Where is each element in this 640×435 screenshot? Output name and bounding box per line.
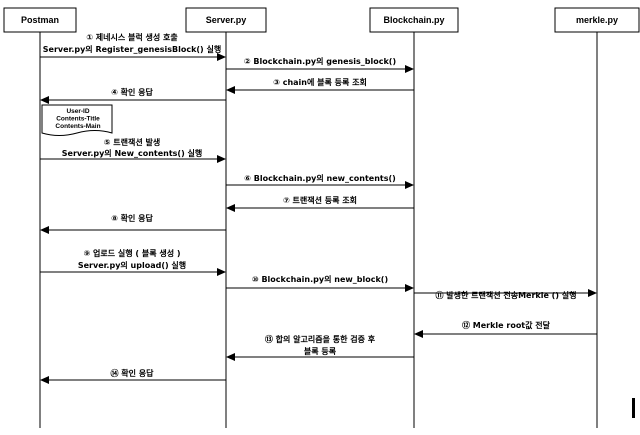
message-label-m11-line-1: ⑪ 발생한 트랜잭션 전송Merkle () 실행 <box>435 290 576 300</box>
message-label-m5-line-2: Server.py의 New_contents() 실행 <box>62 148 203 158</box>
participant-postman: Postman <box>3 7 77 33</box>
message-label-m10-line-1: ⑩ Blockchain.py의 new_block() <box>252 274 388 284</box>
message-label-m13-line-1: ⑬ 합의 알고리즘을 통한 검증 후 <box>265 334 376 344</box>
message-label-m6-line-1: ⑥ Blockchain.py의 new_contents() <box>244 173 396 183</box>
parameter-note-line-1: User-ID <box>66 108 89 115</box>
message-label-m13-line-2: 블록 등록 <box>304 346 337 356</box>
message-label-m8-line-1: ⑧ 확인 응답 <box>111 213 153 223</box>
message-m13: ⑬ 합의 알고리즘을 통한 검증 후블록 등록 <box>226 334 414 361</box>
participant-server: Server.py <box>185 7 267 33</box>
message-m10: ⑩ Blockchain.py의 new_block() <box>226 274 414 292</box>
message-label-m4-line-1: ④ 확인 응답 <box>111 87 153 97</box>
participant-label-postman: Postman <box>21 15 59 25</box>
participant-label-server: Server.py <box>206 15 247 25</box>
message-m3: ③ chain에 블록 등록 조회 <box>226 77 414 94</box>
participant-label-blockchain: Blockchain.py <box>383 15 444 25</box>
participant-merkle: merkle.py <box>554 7 640 33</box>
message-m12: ⑫ Merkle root값 전달 <box>414 320 597 338</box>
participant-label-merkle: merkle.py <box>576 15 618 25</box>
message-label-m1-line-1: ① 제네시스 블럭 생성 호출 <box>86 32 178 42</box>
message-label-m7-line-1: ⑦ 트랜잭션 등록 조회 <box>283 195 357 205</box>
message-label-m1-line-2: Server.py의 Register_genesisBlock() 실행 <box>43 44 221 54</box>
parameter-note-line-2: Contents-Title <box>56 116 100 123</box>
message-m14: ⑭ 확인 응답 <box>40 368 226 384</box>
participant-blockchain: Blockchain.py <box>369 7 459 33</box>
message-m9: ⑨ 업로드 실행 ( 블록 생성 ) Server.py의 upload() 실행 <box>40 248 226 276</box>
message-m8: ⑧ 확인 응답 <box>40 213 226 234</box>
parameter-note-shape <box>41 104 113 136</box>
participant-box-merkle <box>554 7 640 33</box>
message-m2: ② Blockchain.py의 genesis_block() <box>226 56 414 73</box>
message-label-m9-line-2: Server.py의 upload() 실행 <box>78 260 186 270</box>
message-label-m5-line-1: ⑤ 트랜잭션 발생 <box>104 137 161 147</box>
message-m7: ⑦ 트랜잭션 등록 조회 <box>226 195 414 212</box>
participant-box-blockchain <box>369 7 459 33</box>
edge-mark <box>632 398 635 418</box>
message-label-m3-line-1: ③ chain에 블록 등록 조회 <box>273 77 367 87</box>
message-m6: ⑥ Blockchain.py의 new_contents() <box>226 173 414 189</box>
message-label-m14-line-1: ⑭ 확인 응답 <box>110 368 154 378</box>
message-m4: ④ 확인 응답 <box>40 87 226 104</box>
participant-box-server <box>185 7 267 33</box>
participant-box-postman <box>3 7 77 33</box>
message-m1: ① 제네시스 블럭 생성 호출 Server.py의 Register_genes… <box>40 32 226 61</box>
message-label-m9-line-1: ⑨ 업로드 실행 ( 블록 생성 ) <box>83 248 180 258</box>
message-m11: ⑪ 발생한 트랜잭션 전송Merkle () 실행 <box>414 289 597 300</box>
message-label-m12-line-1: ⑫ Merkle root값 전달 <box>462 320 551 330</box>
message-label-m2-line-1: ② Blockchain.py의 genesis_block() <box>244 56 396 66</box>
parameter-note-line-3: Contents-Main <box>55 123 100 130</box>
